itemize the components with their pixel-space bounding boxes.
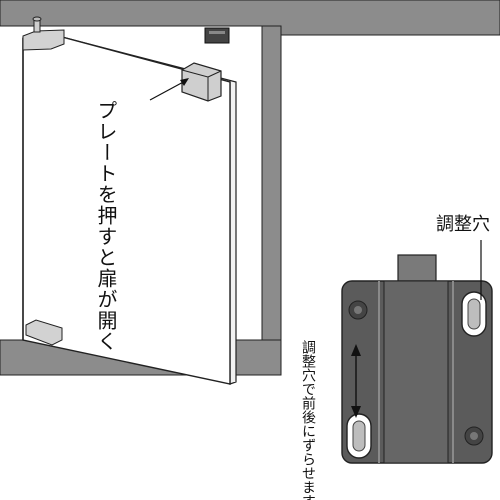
catch-plunger: [397, 254, 437, 286]
push-arrow: [149, 79, 188, 101]
adjust-hole-label: 調整穴: [436, 214, 490, 235]
bottom-hinge: [25, 319, 63, 346]
adjust-caption: 調整穴で前後にずらせます: [300, 340, 316, 500]
